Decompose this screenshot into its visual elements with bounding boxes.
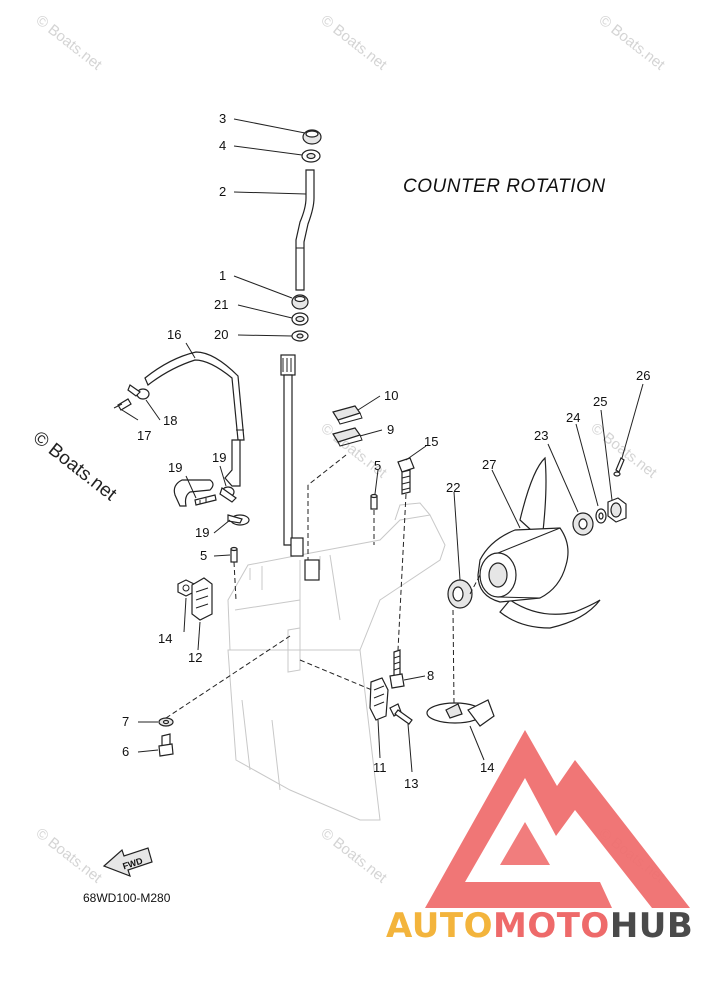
brand-wordmark: AUTOMOTOHUB <box>386 906 693 946</box>
part-19-clip <box>127 384 150 400</box>
part-19-clip-b <box>194 494 217 506</box>
callout-22: 22 <box>446 480 460 495</box>
watermark: © Boats.net <box>33 825 106 887</box>
callout-20: 20 <box>214 327 228 342</box>
callout-1: 1 <box>219 268 226 283</box>
part-7-washer <box>158 717 174 727</box>
watermark: © Boats.net <box>596 12 669 74</box>
callout-13: 13 <box>404 776 418 791</box>
callout-6: 6 <box>122 744 129 759</box>
callout-24: 24 <box>566 410 580 425</box>
part-19-clip-d <box>227 514 250 526</box>
callout-7: 7 <box>122 714 129 729</box>
callout-19-b: 19 <box>168 460 182 475</box>
brand-logo-icon <box>425 730 690 908</box>
callout-12: 12 <box>188 650 202 665</box>
part-25-nut <box>607 497 627 523</box>
part-15-trim-tab <box>426 699 495 727</box>
callout-numbers: 3 4 2 1 21 20 16 17 18 19 19 19 5 14 12 … <box>122 111 650 791</box>
callout-25: 25 <box>593 394 607 409</box>
callout-8: 8 <box>427 668 434 683</box>
part-5-pin-b <box>230 546 238 563</box>
part-26-cotter-pin <box>613 457 625 477</box>
part-23-spacer <box>572 512 594 536</box>
callout-4: 4 <box>219 138 226 153</box>
callout-19-a: 18 <box>163 413 177 428</box>
brand-hub: HUB <box>610 906 693 946</box>
callout-3: 3 <box>219 111 226 126</box>
diagram-code: 68WD100-M280 <box>83 891 171 905</box>
lower-unit-housing <box>227 502 446 821</box>
part-3-grommet <box>302 129 322 145</box>
callout-9: 9 <box>387 422 394 437</box>
part-6-bolt <box>158 733 174 757</box>
part-1-seal <box>291 294 309 310</box>
part-8-bolt <box>389 649 405 689</box>
side-watermark: © Boats.net <box>29 427 121 505</box>
watermark: © Boats.net <box>318 12 391 74</box>
callout-11: 11 <box>373 760 387 775</box>
callout-2: 2 <box>219 184 226 199</box>
callout-14: 14 <box>158 631 172 646</box>
callout-10: 10 <box>384 388 398 403</box>
part-12-bracket <box>191 577 213 621</box>
drive-shaft <box>280 354 320 581</box>
callout-27: 27 <box>482 457 496 472</box>
hose-17 <box>144 351 245 507</box>
watermark: © Boats.net <box>318 825 391 887</box>
callout-5-b: 5 <box>374 458 381 473</box>
callout-19-d: 19 <box>195 525 209 540</box>
fwd-arrow: FWD <box>102 847 153 878</box>
part-5-pin <box>370 493 378 510</box>
callout-5-a: 5 <box>200 548 207 563</box>
part-18-screw <box>113 398 132 411</box>
diagram-title: COUNTER ROTATION <box>403 176 606 197</box>
part-4-seal <box>301 149 321 163</box>
part-21-grommet <box>291 312 309 326</box>
callout-17: 16 <box>167 327 181 342</box>
part-11-anode <box>369 677 389 721</box>
part-10-grommet <box>332 405 363 425</box>
part-19-clip-c <box>219 486 237 503</box>
part-22-seal <box>447 579 473 609</box>
leader-lines <box>121 118 644 773</box>
callout-21: 21 <box>214 297 228 312</box>
callout-26: 26 <box>636 368 650 383</box>
water-tube-2 <box>295 169 315 291</box>
callout-16: 15 <box>424 434 438 449</box>
part-13-screw <box>389 703 413 725</box>
part-16-bolt <box>397 457 415 495</box>
part-27-propeller <box>477 456 601 629</box>
part-20-grommet <box>291 330 309 342</box>
brand-logo-triangle <box>425 730 690 908</box>
callout-18: 17 <box>137 428 151 443</box>
callout-19-c: 19 <box>212 450 226 465</box>
part-9-grommet <box>332 427 363 447</box>
watermark: © Boats.net <box>33 12 106 74</box>
callout-15: 14 <box>480 760 494 775</box>
brand-auto: AUTO <box>386 906 493 946</box>
part-24-washer <box>595 508 607 524</box>
brand-moto: MOTO <box>493 906 610 946</box>
callout-23: 23 <box>534 428 548 443</box>
